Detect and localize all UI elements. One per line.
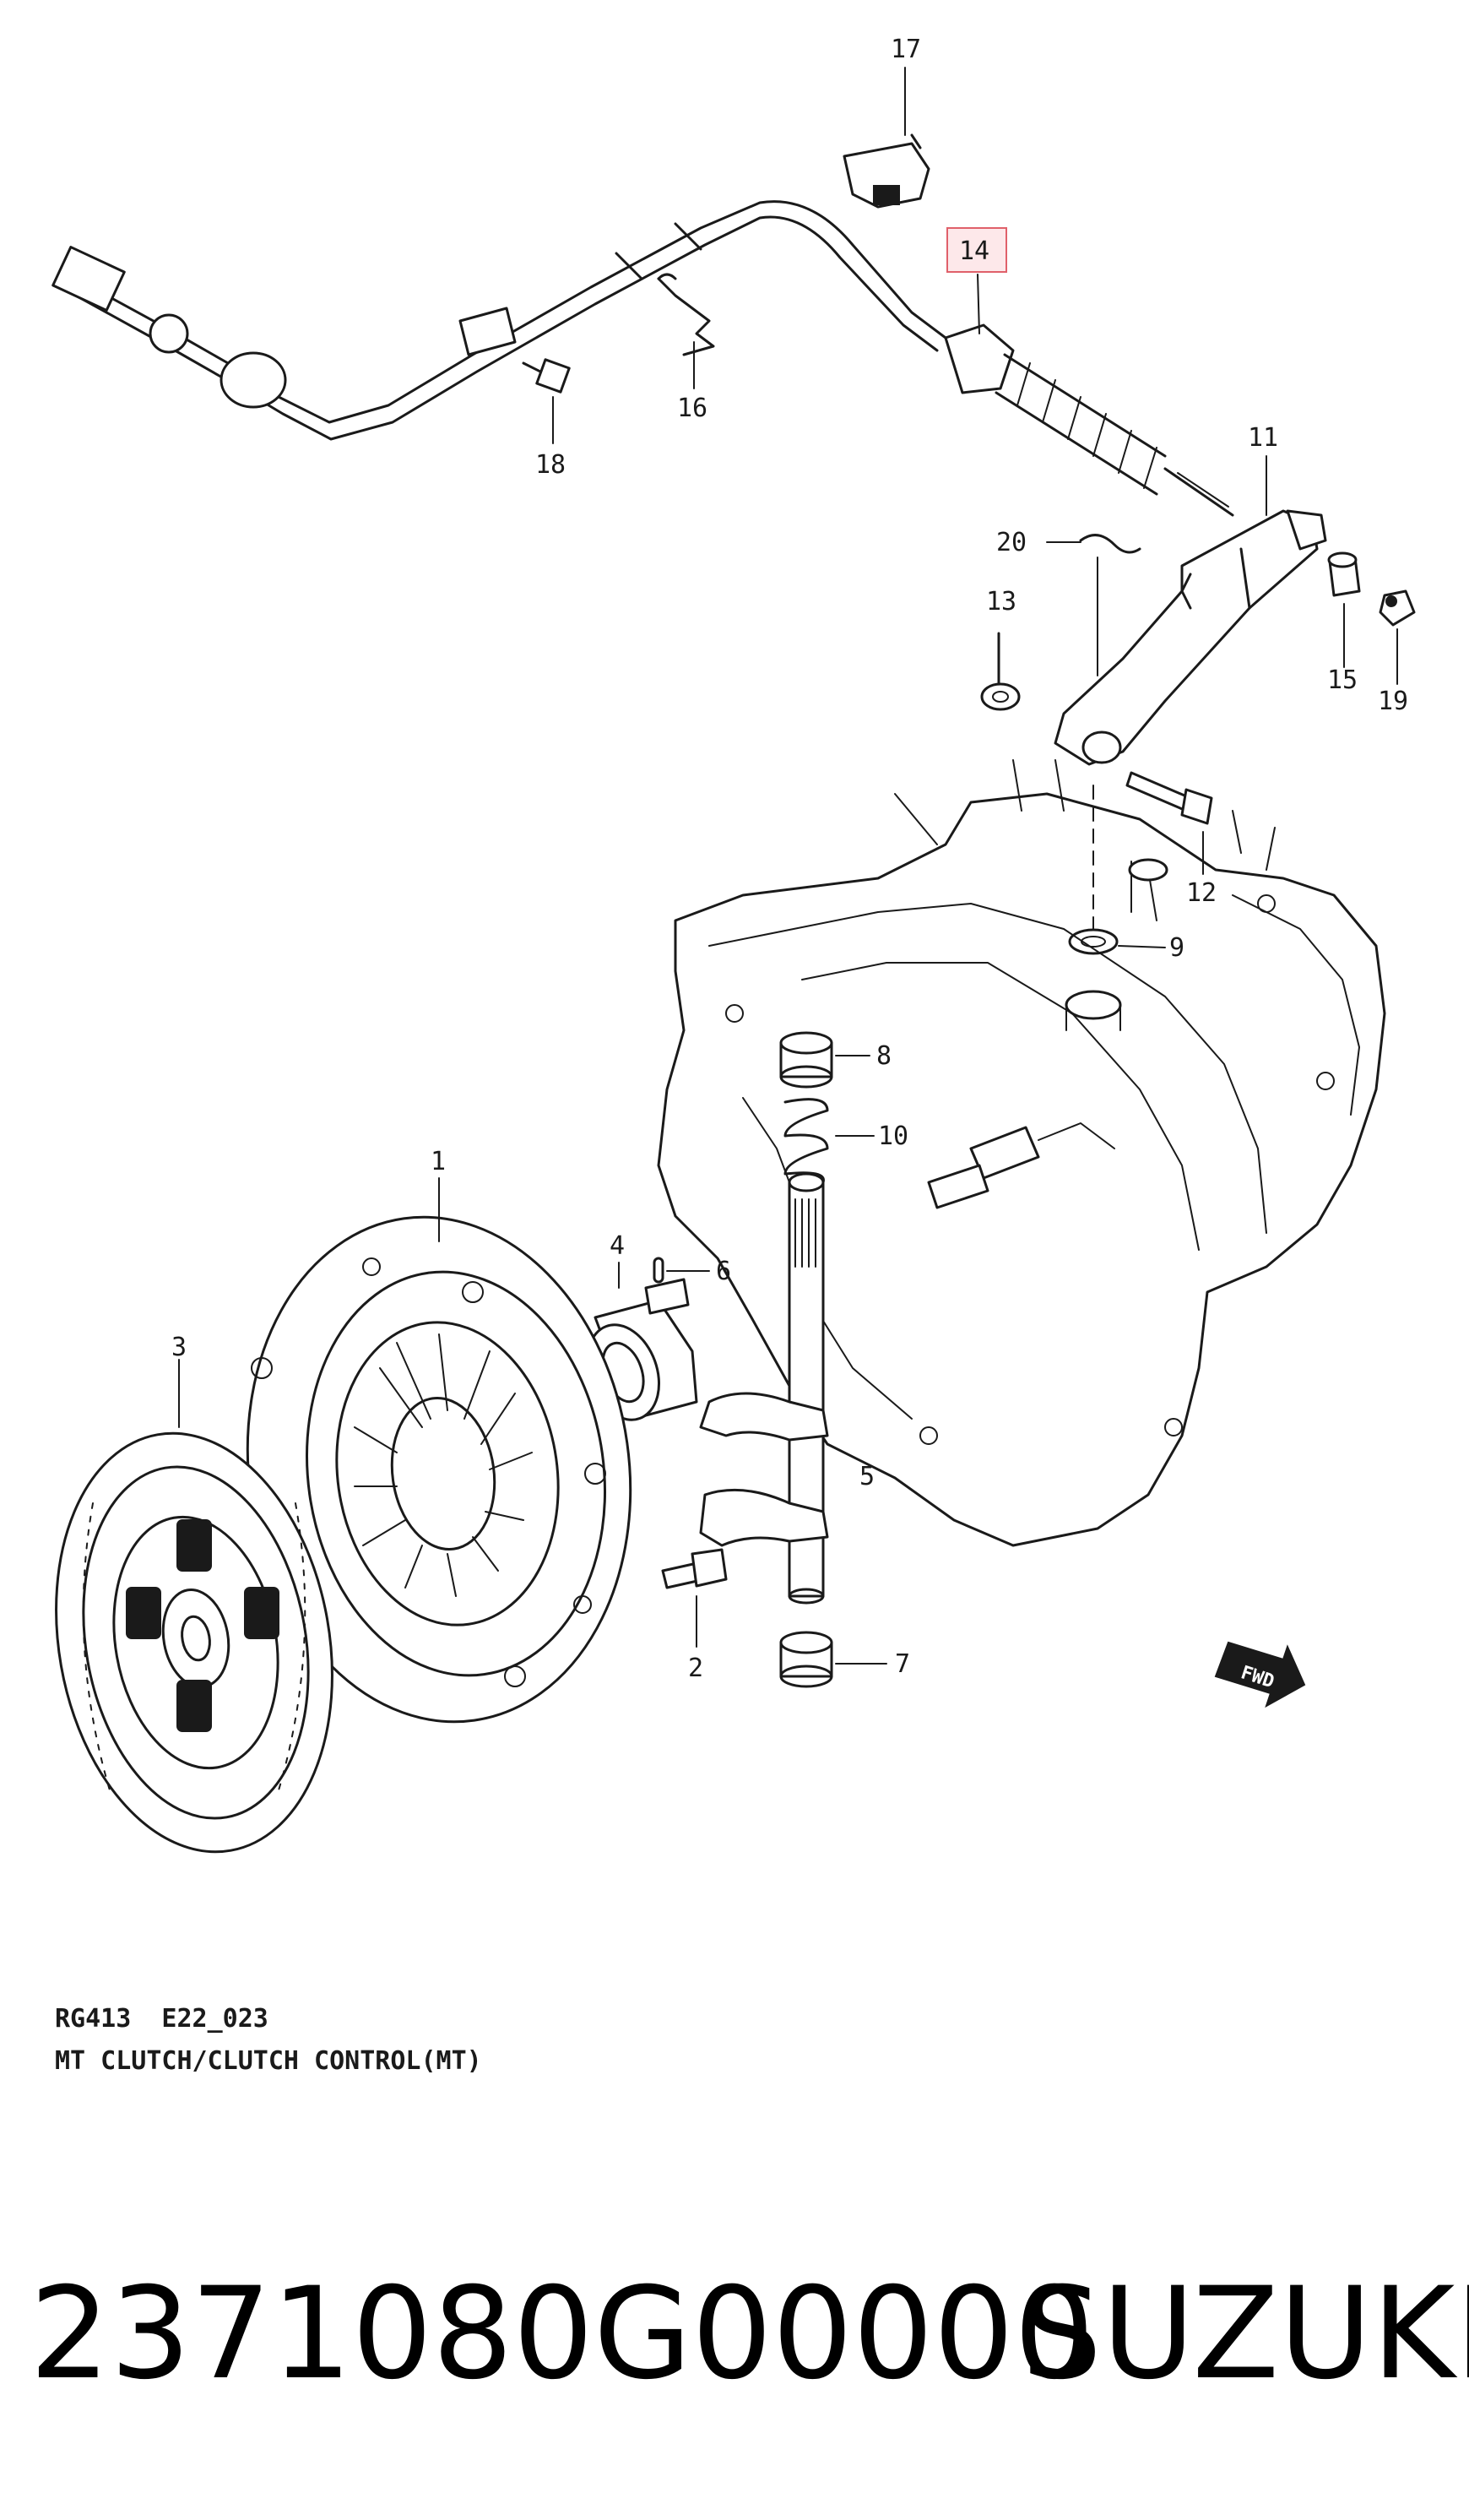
part-7-bushing <box>779 1631 887 1688</box>
callout-5: 5 <box>859 1462 875 1491</box>
clutch-cable <box>51 200 1234 517</box>
fwd-arrow-icon: FWD <box>1214 1641 1306 1708</box>
callout-7: 7 <box>895 1649 910 1679</box>
callout-13: 13 <box>986 587 1016 616</box>
callout-1: 1 <box>431 1147 446 1176</box>
callout-14-highlight[interactable] <box>946 227 1007 273</box>
callout-15: 15 <box>1327 665 1358 695</box>
part-9-oil-seal <box>1068 785 1166 955</box>
callout-leaders <box>693 67 1267 516</box>
callout-11: 11 <box>1248 423 1278 453</box>
callout-2: 2 <box>688 1654 703 1683</box>
callout-9: 9 <box>1169 933 1184 963</box>
part-20-spring-pin <box>1046 534 1141 676</box>
part-12-bolt <box>1125 771 1213 875</box>
callout-8: 8 <box>876 1041 892 1071</box>
callout-17: 17 <box>891 35 921 64</box>
callout-14: 14 <box>959 236 989 266</box>
callout-6: 6 <box>716 1257 731 1286</box>
callout-16: 16 <box>677 394 707 423</box>
part-number: 2371080G00000 <box>30 2261 1094 2408</box>
part-1-pressure-plate <box>246 1177 632 1724</box>
part-5-release-shaft-fork <box>699 1172 829 1605</box>
part-13-washer <box>980 632 1021 711</box>
part-19-nut <box>1379 589 1416 685</box>
part-16-spring-clip <box>657 273 715 356</box>
part-17-clip <box>843 133 930 209</box>
diagram-code: RG413 E22_023 <box>55 2004 268 2034</box>
transmission-case <box>657 759 1386 1547</box>
part-18-bolt <box>522 358 571 444</box>
callout-20: 20 <box>996 528 1027 557</box>
callout-10: 10 <box>878 1122 908 1151</box>
diagram-title: MT CLUTCH/CLUTCH CONTROL(MT) <box>55 2046 482 2076</box>
part-2-bolt <box>661 1548 728 1648</box>
callout-3: 3 <box>171 1333 187 1362</box>
part-6-pin <box>653 1257 710 1284</box>
brand-name: SUZUKI <box>1022 2261 1469 2408</box>
part-15-bushing <box>1327 551 1361 668</box>
callout-18: 18 <box>535 450 566 480</box>
part-11-release-arm <box>1054 509 1327 766</box>
callout-labels: 17 14 16 18 11 20 13 15 19 12 9 8 10 1 4… <box>171 35 1408 1683</box>
callout-19: 19 <box>1378 687 1408 716</box>
disc-damper-springs <box>126 1519 279 1732</box>
callout-12: 12 <box>1186 878 1217 908</box>
cable-bellows <box>995 353 1167 496</box>
part-3-clutch-disc <box>55 1359 333 1854</box>
part-10-spring <box>783 1098 875 1184</box>
callout-4: 4 <box>610 1231 625 1261</box>
part-8-bushing <box>779 1031 870 1089</box>
